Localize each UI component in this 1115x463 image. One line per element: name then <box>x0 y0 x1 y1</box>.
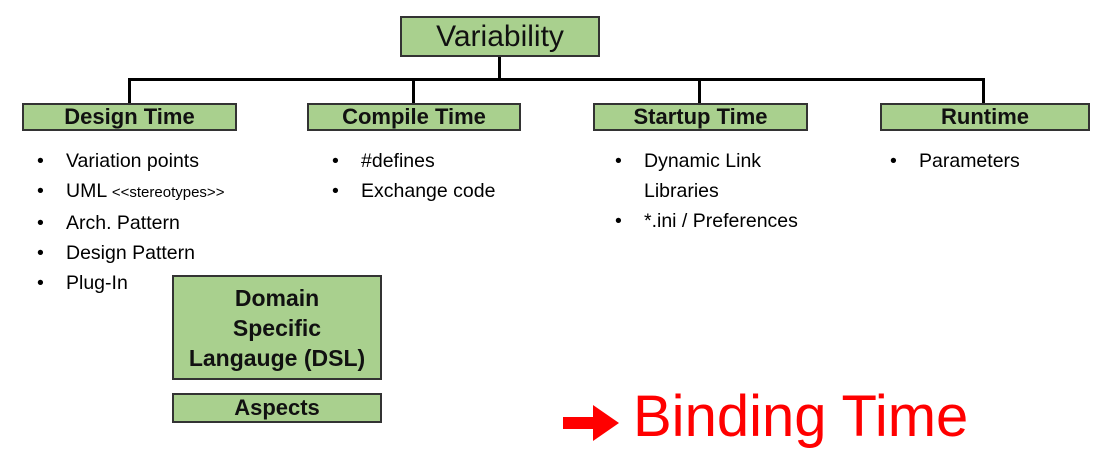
list-item: #defines <box>330 146 495 176</box>
header-box-compile-time: Compile Time <box>307 103 521 131</box>
header-box-runtime: Runtime <box>880 103 1090 131</box>
connector-drop-startup <box>698 81 701 103</box>
startup-time-label: Startup Time <box>633 104 768 129</box>
compile-time-list: #defines Exchange code <box>330 146 495 206</box>
connector-stem <box>498 57 501 80</box>
list-item: Plug-In <box>35 268 224 298</box>
list-item: UML <<stereotypes>> <box>35 176 224 208</box>
header-box-startup-time: Startup Time <box>593 103 808 131</box>
dsl-line-1: Domain <box>234 284 320 311</box>
dsl-box: Domain Specific Langauge (DSL) <box>172 275 382 380</box>
design-time-label: Design Time <box>64 104 195 129</box>
runtime-list: Parameters <box>888 146 1020 176</box>
right-arrow-icon <box>563 405 619 441</box>
binding-time-label: Binding Time <box>633 384 969 449</box>
dsl-line-3: Langauge (DSL) <box>188 344 366 371</box>
header-box-design-time: Design Time <box>22 103 237 131</box>
connector-drop-design <box>128 81 131 103</box>
aspects-label: Aspects <box>234 395 320 420</box>
startup-time-list: Dynamic Link Libraries *.ini / Preferenc… <box>613 146 798 236</box>
list-item: Design Pattern <box>35 238 224 268</box>
list-item: Arch. Pattern <box>35 208 224 238</box>
list-item: Dynamic Link Libraries <box>613 146 798 206</box>
binding-time-callout: Binding Time <box>563 388 968 446</box>
list-item: Variation points <box>35 146 224 176</box>
connector-drop-compile <box>412 81 415 103</box>
aspects-box: Aspects <box>172 393 382 423</box>
connector-drop-runtime <box>982 81 985 103</box>
stereotypes-annotation: <<stereotypes>> <box>111 184 225 201</box>
variability-root-box: Variability <box>400 16 600 57</box>
list-item: Exchange code <box>330 176 495 206</box>
variability-label: Variability <box>436 19 564 53</box>
connector-horizontal-bar <box>128 78 985 81</box>
dsl-line-2: Specific <box>232 314 322 341</box>
design-time-list: Variation points UML <<stereotypes>> Arc… <box>35 146 224 298</box>
runtime-label: Runtime <box>941 104 1029 129</box>
list-item: *.ini / Preferences <box>613 206 798 236</box>
compile-time-label: Compile Time <box>342 104 486 129</box>
list-item: Parameters <box>888 146 1020 176</box>
